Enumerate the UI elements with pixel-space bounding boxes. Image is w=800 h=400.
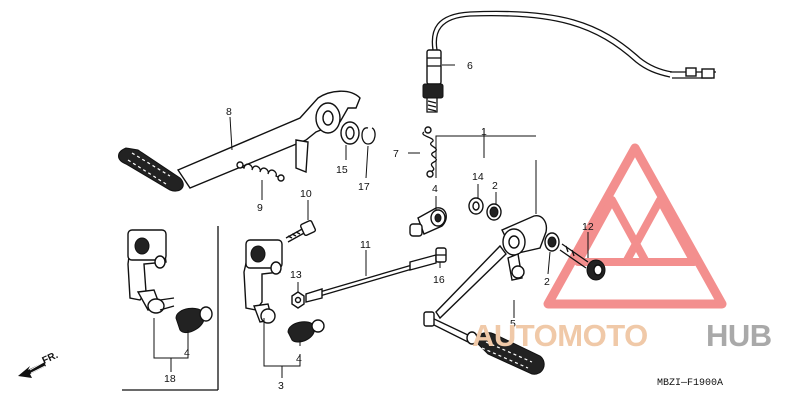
gearshift-arm-part-5 bbox=[423, 215, 548, 375]
callout-2-upper: 2 bbox=[492, 180, 498, 192]
callout-15: 15 bbox=[336, 164, 348, 176]
callout-17: 17 bbox=[358, 181, 370, 193]
callout-18: 18 bbox=[164, 373, 176, 385]
arrow-front-icon bbox=[18, 361, 46, 378]
rod-end-assembly-part-18 bbox=[122, 226, 219, 391]
nut-part-16 bbox=[435, 247, 447, 263]
callout-11: 11 bbox=[360, 239, 371, 251]
watermark-brand-right: HUB bbox=[706, 318, 772, 353]
callout-3: 3 bbox=[278, 380, 284, 392]
spring-part-7 bbox=[422, 126, 437, 178]
callout-7: 7 bbox=[393, 148, 399, 160]
return-spring-part-9 bbox=[236, 161, 285, 182]
diagram-code: MBZI—F1900A bbox=[657, 378, 723, 389]
brake-pedal-part-8 bbox=[118, 90, 361, 192]
callout-4-right: 4 bbox=[432, 183, 438, 195]
brake-switch-part-6 bbox=[422, 10, 716, 113]
callout-5: 5 bbox=[510, 318, 516, 330]
callout-12: 12 bbox=[582, 221, 594, 233]
callout-6: 6 bbox=[467, 60, 473, 72]
callout-14: 14 bbox=[472, 171, 484, 183]
callout-4-center: 4 bbox=[296, 353, 302, 365]
rod-end-right-part-4 bbox=[409, 207, 447, 237]
circlip-part-17 bbox=[361, 127, 376, 145]
pivot-bolt-part-12 bbox=[559, 243, 606, 281]
rod-part-11 bbox=[305, 254, 437, 303]
callout-4-left: 4 bbox=[184, 347, 190, 359]
washer-part-15 bbox=[340, 121, 360, 145]
watermark: AUTOMOTO HUB bbox=[472, 318, 772, 353]
bush-part-2 bbox=[486, 203, 502, 221]
watermark-brand-left: AUTOMOTO bbox=[472, 318, 648, 353]
washer-part-14 bbox=[468, 197, 484, 215]
callout-13: 13 bbox=[290, 269, 302, 281]
callout-8: 8 bbox=[226, 106, 232, 118]
callout-16: 16 bbox=[433, 274, 445, 286]
callout-2-lower: 2 bbox=[544, 276, 550, 288]
callout-1: 1 bbox=[481, 126, 487, 138]
automotohub-logo-icon bbox=[543, 143, 727, 309]
direction-label: FR. bbox=[41, 350, 60, 367]
leader-lines bbox=[153, 64, 589, 378]
bush-part-2-lower bbox=[544, 232, 560, 252]
rod-end-assembly-part-3 bbox=[243, 239, 325, 343]
callout-labels: 6 7 8 9 10 11 13 16 15 17 1 4 14 2 12 2 … bbox=[164, 60, 594, 392]
nut-part-13 bbox=[291, 291, 305, 309]
callout-10: 10 bbox=[300, 188, 312, 200]
callout-9: 9 bbox=[257, 202, 263, 214]
bolt-part-10 bbox=[285, 219, 317, 243]
